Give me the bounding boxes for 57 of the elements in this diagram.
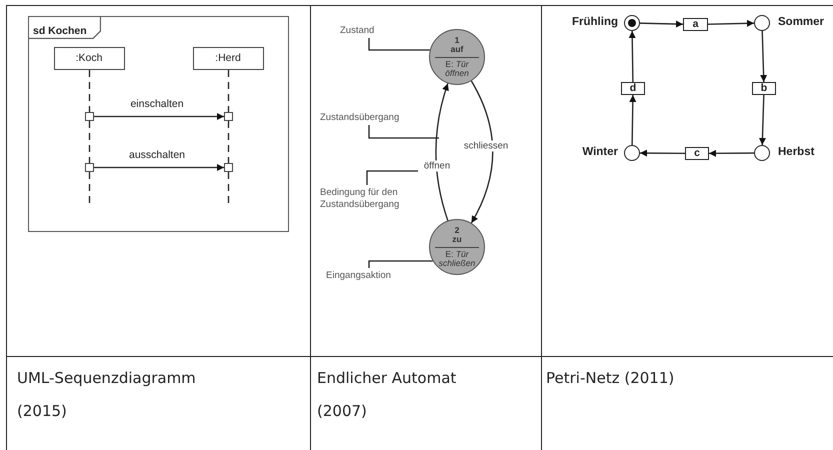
place-circle	[624, 145, 640, 161]
sequence-frame	[28, 16, 289, 232]
table-caption: Petri-Netz (2011)	[546, 368, 674, 389]
entry-action: E: Tür öffnen	[444, 60, 470, 78]
place-circle	[754, 145, 770, 161]
edge-label: schliessen	[462, 140, 510, 152]
lifeline-head: :Koch	[54, 46, 124, 70]
place-circle	[624, 15, 640, 31]
lifeline	[228, 121, 230, 163]
arc-arrow	[640, 150, 685, 157]
activation-box	[84, 112, 94, 120]
leader-line	[366, 170, 418, 185]
arc-arrow	[758, 94, 766, 146]
table-caption: Endlicher Automat (2007)	[317, 368, 458, 422]
lifeline	[88, 121, 90, 163]
leader-line	[368, 38, 430, 51]
annotation-text: Eingangsaktion	[326, 270, 391, 282]
state-number: 2	[454, 226, 460, 236]
edge-label: öffnen	[422, 160, 452, 172]
activation-box	[224, 162, 232, 172]
place-label: Frühling	[572, 16, 618, 28]
transition-box: a	[683, 18, 708, 31]
leader-line	[368, 260, 433, 268]
message-arrow	[94, 164, 224, 171]
place-label: Herbst	[778, 146, 814, 158]
transition-box: d	[621, 82, 645, 95]
arc-arrow	[640, 20, 684, 28]
activation-box	[84, 162, 94, 172]
lifeline	[88, 70, 90, 112]
arc-arrow	[629, 94, 636, 145]
place-circle	[754, 15, 770, 31]
lifeline	[228, 70, 230, 112]
message-arrow	[94, 113, 224, 120]
transition-arrow	[470, 80, 494, 224]
arc-arrow	[709, 150, 754, 157]
state-name: zu	[452, 235, 462, 244]
transition-box: b	[752, 82, 776, 95]
arc-arrow	[628, 30, 636, 82]
edge-label: einschalten	[129, 98, 185, 110]
transition-arrow	[435, 83, 450, 221]
activation-box	[224, 112, 232, 120]
leader-line	[368, 125, 439, 139]
entry-action: E: Tür schließen	[438, 250, 476, 268]
annotation-text: Zustand	[340, 25, 374, 37]
arc-arrow	[760, 30, 768, 82]
lifeline-head: :Herd	[192, 46, 264, 70]
arc-arrow	[708, 20, 754, 27]
place-label: Winter	[582, 146, 618, 158]
state-name: auf	[450, 45, 464, 54]
place-label: Sommer	[778, 16, 824, 28]
table-caption: UML-Sequenzdiagramm (2015)	[17, 368, 197, 422]
frame-title: sd Kochen	[29, 17, 101, 39]
annotation-text: Zustandsübergang	[320, 112, 400, 124]
annotation-text: Bedingung für den Zustandsübergang	[320, 187, 420, 211]
state-number: 1	[454, 36, 460, 46]
transition-box: c	[685, 147, 709, 160]
edge-label: ausschalten	[128, 149, 186, 161]
